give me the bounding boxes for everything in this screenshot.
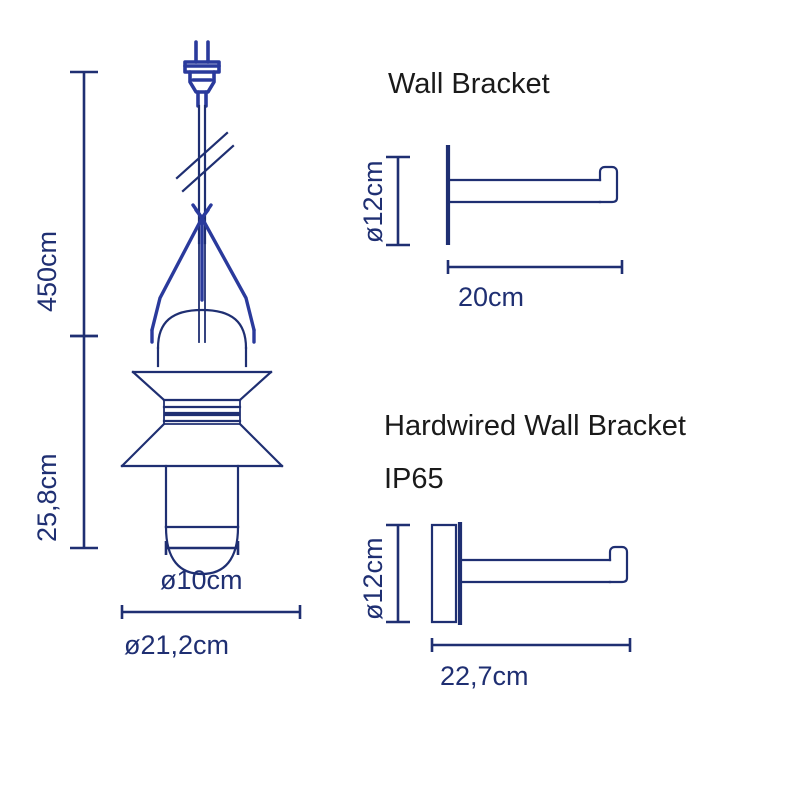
pendant-lamp-drawing: 450cm 25,8cm ø10cm ø21,2cm <box>32 40 302 660</box>
hardwired-mounting-plate <box>430 522 463 625</box>
hardwired-bracket-arm <box>458 558 612 584</box>
inner-cable <box>198 229 206 343</box>
dimension-drop-450cm <box>70 70 98 338</box>
dimension-label-hardwired-depth: 22,7cm <box>440 661 529 691</box>
cable-break-symbol <box>175 131 235 193</box>
dimension-label-height: 25,8cm <box>32 453 62 542</box>
wall-bracket-arm <box>446 178 602 204</box>
power-plug-icon <box>183 40 221 108</box>
wall-bracket-hook-end <box>598 165 619 204</box>
dimension-label-drop: 450cm <box>32 231 62 312</box>
hardwired-wall-bracket-drawing: ø12cm 22,7cm <box>358 522 632 691</box>
dimension-height-258cm <box>70 334 98 550</box>
shade-upper-cone <box>131 370 273 402</box>
shade-lower-cone <box>120 422 284 468</box>
wall-bracket-drawing: ø12cm 20cm <box>358 145 624 312</box>
shade-dome-top <box>156 308 248 350</box>
dimension-hardwired-depth <box>430 638 632 652</box>
dimension-diffuser-diameter <box>164 541 240 555</box>
dimension-label-wall-bracket-depth: 20cm <box>458 282 524 312</box>
dimension-shade-diameter <box>120 605 302 619</box>
hardwired-bracket-hook-end <box>608 545 629 584</box>
hardwired-wall-bracket-title: Hardwired Wall Bracket <box>384 410 686 442</box>
shade-band-section <box>162 399 242 425</box>
glass-diffuser <box>164 464 240 576</box>
dimension-wall-bracket-height <box>386 155 410 247</box>
suspension-wires <box>150 216 256 344</box>
dimension-label-wall-bracket-height: ø12cm <box>358 160 388 243</box>
dimension-label-hardwired-height: ø12cm <box>358 537 388 620</box>
suspension-knot <box>191 203 213 220</box>
hardwired-ip-rating: IP65 <box>384 463 444 495</box>
dimension-label-shade: ø21,2cm <box>124 630 229 660</box>
dimension-hardwired-height <box>386 523 410 624</box>
shade-top-plate <box>131 346 273 374</box>
dimension-wall-bracket-depth <box>446 260 624 274</box>
dimension-label-diffuser: ø10cm <box>160 565 243 595</box>
wall-bracket-title: Wall Bracket <box>388 68 550 100</box>
